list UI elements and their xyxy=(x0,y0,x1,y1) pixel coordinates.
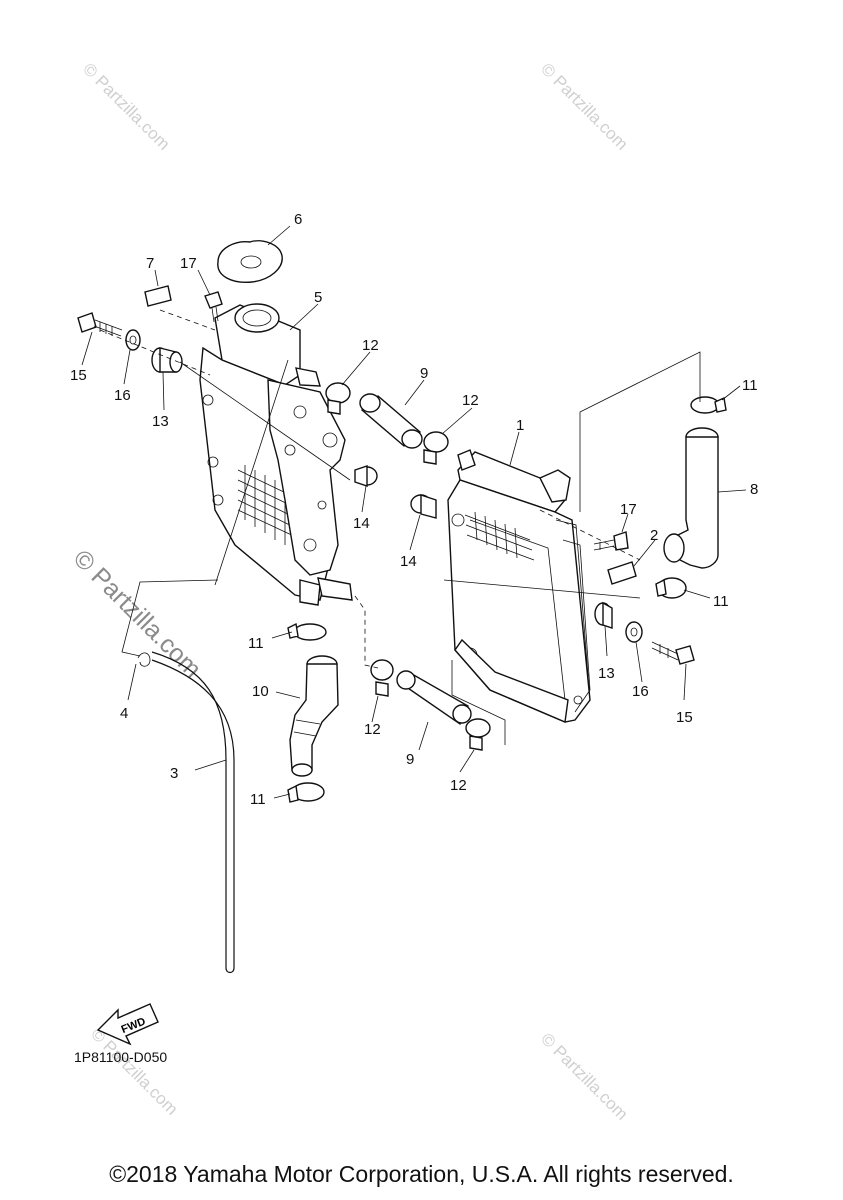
callout-14: 14 xyxy=(353,515,370,532)
callout-12: 12 xyxy=(462,392,479,409)
callout-13: 13 xyxy=(152,413,169,430)
clamp-11-hose-bottom xyxy=(287,782,325,803)
overflow-tube xyxy=(151,651,235,974)
watermark-large: © Partzilla.com xyxy=(68,544,207,683)
clamp-11-right xyxy=(655,577,687,599)
callout-leaders xyxy=(81,225,747,799)
grommet-13-left xyxy=(151,347,183,373)
hose-9-upper xyxy=(359,393,423,449)
clamp-12-d xyxy=(465,718,491,751)
callout-6: 6 xyxy=(294,211,302,228)
callout-11: 11 xyxy=(250,791,266,808)
callout-17: 17 xyxy=(620,501,637,518)
svg-text:© Partzilla.com: © Partzilla.com xyxy=(87,1024,181,1118)
callout-3: 3 xyxy=(170,765,178,782)
bolt-17-right xyxy=(593,531,629,551)
callout-15: 15 xyxy=(676,709,693,726)
diagram-code: 1P81100-D050 xyxy=(74,1049,167,1065)
hose-8 xyxy=(663,427,719,569)
callout-8: 8 xyxy=(750,481,758,498)
left-radiator xyxy=(199,303,353,606)
bolt-15-right xyxy=(651,641,695,665)
right-radiator xyxy=(447,449,591,724)
svg-text:© Partzilla.com: © Partzilla.com xyxy=(537,59,631,153)
callout-4: 4 xyxy=(120,705,128,722)
watermark-top-right: © Partzilla.com xyxy=(537,59,631,153)
callout-9: 9 xyxy=(420,365,428,382)
callout-1: 1 xyxy=(516,417,524,434)
watermark-top-left: © Partzilla.com xyxy=(79,59,173,153)
watermark-bottom-left: © Partzilla.com xyxy=(87,1024,181,1118)
callout-12: 12 xyxy=(450,777,467,794)
callouts: 6 7 17 5 15 16 13 12 9 12 1 11 8 14 14 1… xyxy=(70,211,758,808)
callout-13: 13 xyxy=(598,665,615,682)
watermark-bottom-right: © Partzilla.com xyxy=(537,1029,631,1123)
clamp-12-b xyxy=(423,431,449,465)
clip-4 xyxy=(137,652,151,667)
label-sticker-left xyxy=(144,285,172,307)
bolt-15-left xyxy=(77,312,123,337)
svg-text:© Partzilla.com: © Partzilla.com xyxy=(68,544,207,683)
clamp-11-hose-top xyxy=(287,622,327,641)
callout-15: 15 xyxy=(70,367,87,384)
label-sticker-right xyxy=(607,561,637,585)
svg-text:© Partzilla.com: © Partzilla.com xyxy=(537,1029,631,1123)
callout-2: 2 xyxy=(650,527,658,544)
callout-5: 5 xyxy=(314,289,322,306)
clamp-12-c xyxy=(370,659,394,697)
bolt-17-left xyxy=(204,291,223,323)
washer-16-left xyxy=(125,329,141,351)
hose-9-lower xyxy=(396,670,472,726)
svg-text:© Partzilla.com: © Partzilla.com xyxy=(79,59,173,153)
grommet-13-right xyxy=(594,601,613,629)
callout-12: 12 xyxy=(364,721,381,738)
callout-10: 10 xyxy=(252,683,269,700)
callout-11: 11 xyxy=(713,593,729,610)
clamp-11-top-right xyxy=(690,396,727,414)
collar-14-right xyxy=(410,494,437,519)
callout-16: 16 xyxy=(632,683,649,700)
collar-14-left xyxy=(354,465,378,487)
callout-17: 17 xyxy=(180,255,197,272)
copyright-notice: ©2018 Yamaha Motor Corporation, U.S.A. A… xyxy=(109,1161,734,1187)
washer-16-right xyxy=(625,621,643,643)
radiator-cap xyxy=(217,240,283,283)
clamp-12-a xyxy=(325,382,351,415)
callout-14: 14 xyxy=(400,553,417,570)
callout-16: 16 xyxy=(114,387,131,404)
callout-12: 12 xyxy=(362,337,379,354)
assembly-lines xyxy=(99,309,701,745)
callout-11: 11 xyxy=(248,635,264,652)
callout-9: 9 xyxy=(406,751,414,768)
callout-11: 11 xyxy=(742,377,758,394)
hose-10 xyxy=(289,655,339,777)
callout-7: 7 xyxy=(146,255,154,272)
